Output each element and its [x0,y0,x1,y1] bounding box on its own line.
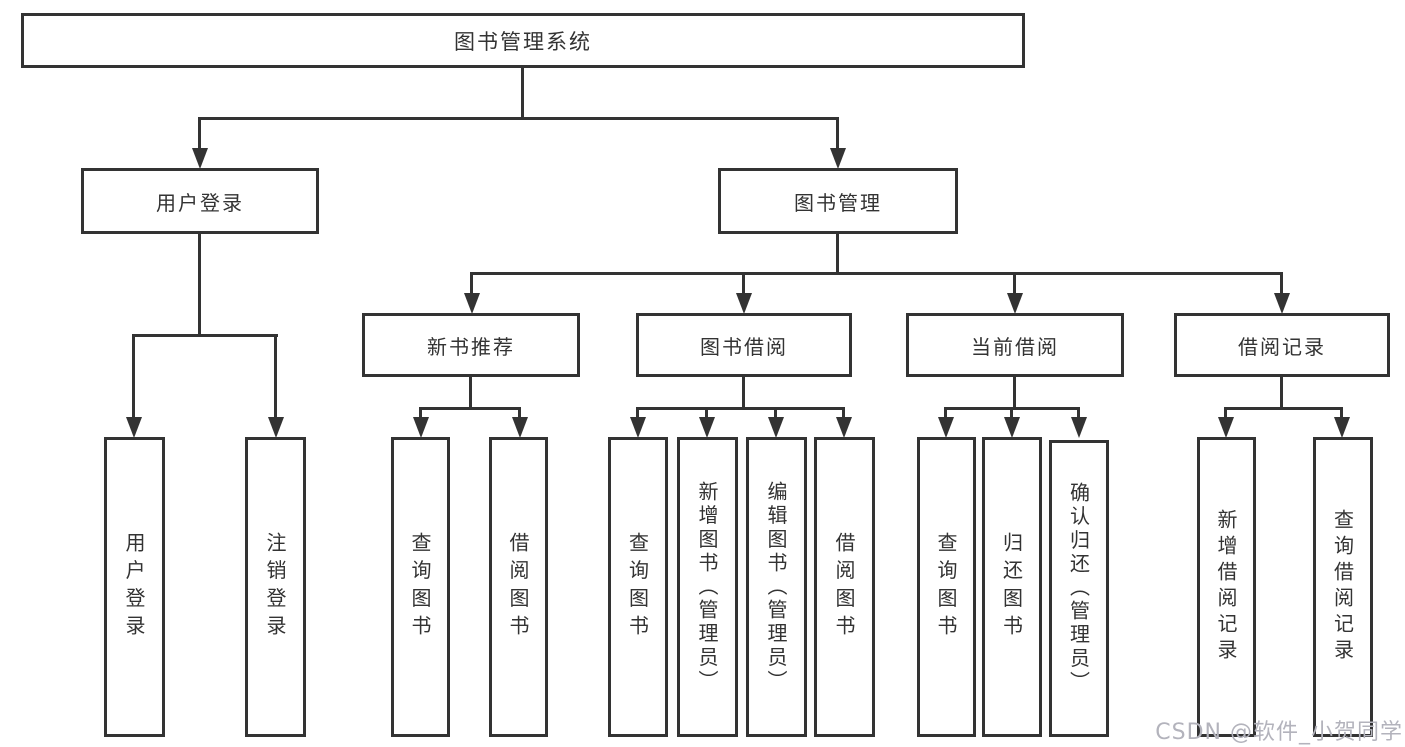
connector-line [1280,377,1283,408]
node-user-login: 用户登录 [81,168,319,234]
arrow-down-icon [630,417,646,438]
connector-line [274,335,277,423]
connector-line [132,334,278,337]
leaf-add-books-admin: 新增图书（管理员） [677,437,738,737]
node-library-management-system: 图书管理系统 [21,13,1025,68]
connector-line [469,377,472,408]
connector-line [198,117,839,120]
arrow-down-icon [464,293,480,314]
connector-line [518,408,521,423]
arrow-down-icon [830,148,846,169]
leaf-add-borrow-record: 新增借阅记录 [1197,437,1256,737]
node-borrow-records: 借阅记录 [1174,313,1390,377]
arrow-down-icon [268,417,284,438]
arrow-down-icon [736,293,752,314]
arrow-down-icon [1334,417,1350,438]
arrow-down-icon [938,417,954,438]
leaf-query-books-bb: 查询图书 [608,437,668,737]
connector-line [470,273,473,298]
leaf-borrow-books-rec: 借阅图书 [489,437,548,737]
connector-line [774,408,777,423]
connector-line [836,118,839,152]
leaf-query-borrow-record: 查询借阅记录 [1313,437,1373,737]
connector-line [1340,408,1343,423]
node-new-book-recommend: 新书推荐 [362,313,580,377]
connector-line [705,408,708,423]
connector-line [132,335,135,423]
arrow-down-icon [512,417,528,438]
arrow-down-icon [1071,417,1087,438]
leaf-confirm-return-admin: 确认归还（管理员） [1049,440,1109,737]
connector-line [419,407,521,410]
leaf-query-books-rec: 查询图书 [391,437,450,737]
leaf-edit-books-admin: 编辑图书（管理员） [746,437,807,737]
arrow-down-icon [1004,417,1020,438]
arrow-down-icon [1274,293,1290,314]
connector-line [470,272,1283,275]
node-book-borrow: 图书借阅 [636,313,852,377]
csdn-watermark: CSDN @软件_小贺同学 [1155,720,1403,745]
leaf-borrow-books-bb: 借阅图书 [814,437,875,737]
connector-line [944,408,947,423]
connector-line [198,118,201,152]
connector-line [419,408,422,423]
connector-line [1224,407,1343,410]
connector-line [742,377,745,408]
arrow-down-icon [699,417,715,438]
connector-line [1224,408,1227,423]
leaf-user-login: 用户登录 [104,437,165,737]
node-current-borrow: 当前借阅 [906,313,1124,377]
arrow-down-icon [126,417,142,438]
leaf-query-books-cb: 查询图书 [917,437,976,737]
arrow-down-icon [836,417,852,438]
arrow-down-icon [413,417,429,438]
connector-line [636,407,845,410]
arrow-down-icon [1007,293,1023,314]
connector-line [1077,408,1080,423]
connector-line [836,234,839,274]
connector-line [842,408,845,423]
arrow-down-icon [192,148,208,169]
connector-line [521,68,524,118]
connector-line [1013,377,1016,408]
leaf-logout: 注销登录 [245,437,306,737]
connector-line [742,273,745,298]
connector-line [636,408,639,423]
connector-line [1010,408,1013,423]
node-book-management: 图书管理 [718,168,958,234]
arrow-down-icon [1218,417,1234,438]
connector-line [198,234,201,335]
arrow-down-icon [768,417,784,438]
leaf-return-books: 归还图书 [982,437,1042,737]
connector-line [1280,273,1283,298]
connector-line [1013,273,1016,298]
